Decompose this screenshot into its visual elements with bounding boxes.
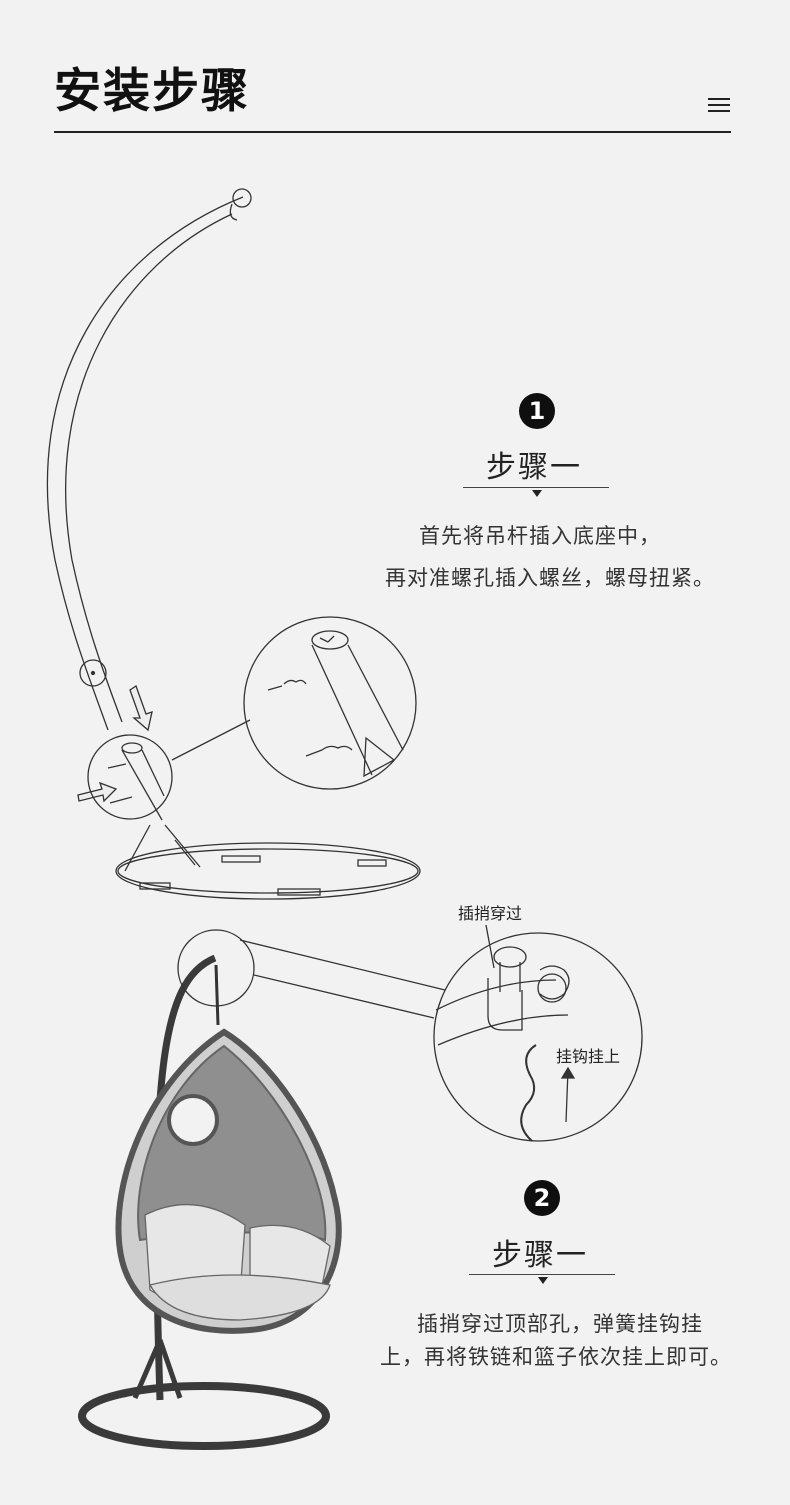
title-divider xyxy=(54,131,731,133)
step-one-line-1: 首先将吊杆插入底座中， xyxy=(419,524,661,548)
step-one-badge: 1 xyxy=(519,393,555,429)
step-one-arrow-icon xyxy=(532,490,542,497)
hook-callout: 挂钩挂上 xyxy=(556,1047,621,1066)
pin-callout: 插捎穿过 xyxy=(458,904,523,923)
step-two-line-2: 上，再将铁链和篮子依次挂上即可。 xyxy=(380,1345,732,1369)
menu-icon[interactable] xyxy=(708,98,730,114)
step-one-heading: 步骤一 xyxy=(486,450,582,485)
step-two-arrow-icon xyxy=(538,1277,548,1284)
step-one-illustration xyxy=(46,188,421,900)
page-title: 安装步骤 xyxy=(54,64,250,119)
step-two-underline xyxy=(469,1274,615,1275)
step-one-underline xyxy=(463,487,609,488)
step-two-badge: 2 xyxy=(524,1180,560,1216)
step-two-illustration xyxy=(78,924,643,1450)
step-two-heading: 步骤一 xyxy=(492,1238,588,1273)
step-two-line-1: 插捎穿过顶部孔，弹簧挂钩挂 xyxy=(417,1312,703,1336)
step-one-line-2: 再对准螺孔插入螺丝，螺母扭紧。 xyxy=(385,566,715,590)
